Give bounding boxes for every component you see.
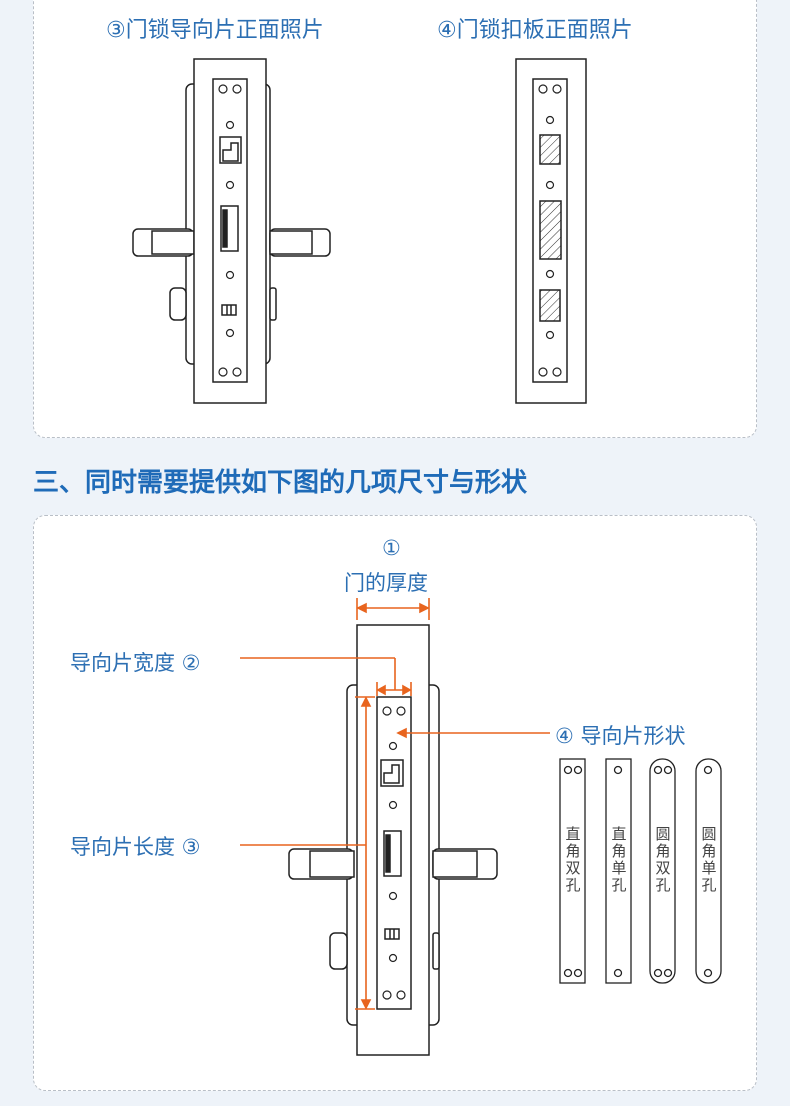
guide-shape-label: ④ 导向片形状 <box>555 724 686 748</box>
door-thickness-label: 门的厚度 <box>344 571 428 595</box>
shape-square-double <box>559 758 586 984</box>
photo3-caption: ③门锁导向片正面照片 <box>106 18 324 43</box>
section-heading: 三、同时需要提供如下图的几项尺寸与形状 <box>33 468 528 498</box>
shape-round-single <box>695 758 722 984</box>
photo-panel <box>33 0 757 438</box>
shape-label-round-single: 圆角单孔 <box>701 825 717 894</box>
shape-label-round-double: 圆角双孔 <box>655 825 671 894</box>
photo4-caption: ④门锁扣板正面照片 <box>437 18 633 43</box>
shape-label-square-single: 直角单孔 <box>611 825 627 894</box>
lock-faceplate-illustration <box>132 58 331 404</box>
shape-square-single <box>605 758 632 984</box>
shape-round-double <box>649 758 676 984</box>
guide-width-label: 导向片宽度 ② <box>70 651 201 675</box>
guide-length-label: 导向片长度 ③ <box>70 835 201 859</box>
door-thickness-number: ① <box>382 536 401 560</box>
shape-label-square-double: 直角双孔 <box>565 825 581 894</box>
strike-plate-illustration <box>515 58 587 404</box>
